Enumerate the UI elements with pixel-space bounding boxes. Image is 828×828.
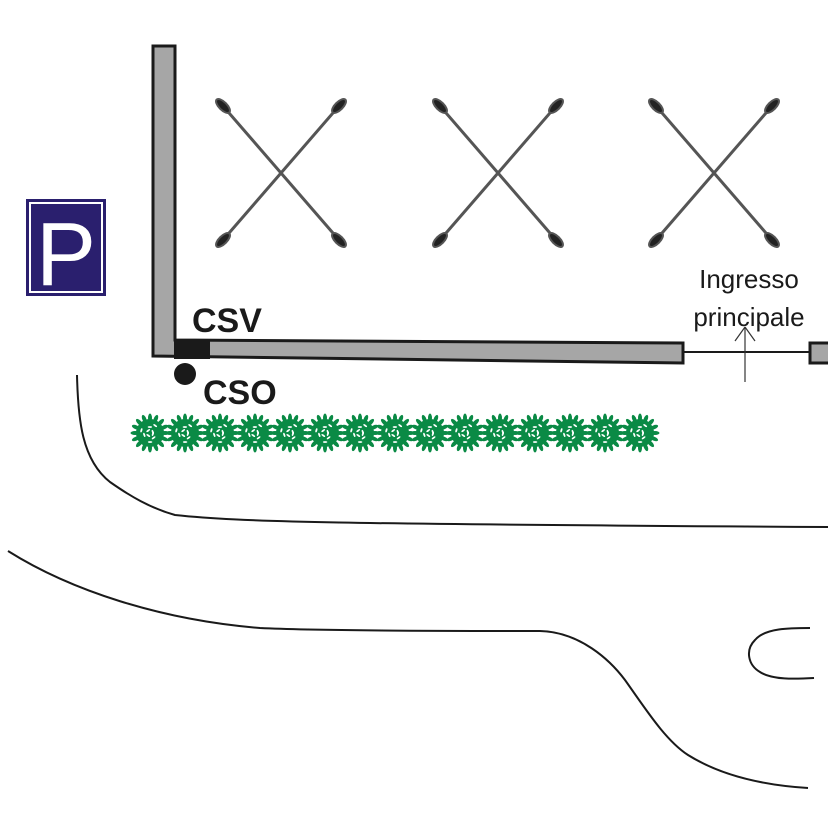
- shrub-icon: [585, 413, 625, 453]
- cross-icon: [648, 98, 780, 248]
- shrub-icon: [305, 413, 345, 453]
- shrub-icon: [165, 413, 205, 453]
- shrub-icon: [235, 413, 275, 453]
- csv-marker: [174, 341, 210, 359]
- entrance-label-line1: Ingresso: [699, 264, 799, 294]
- csv-label: CSV: [192, 302, 262, 340]
- shrub-icon: [340, 413, 380, 453]
- road-edge-upper: [76, 374, 828, 528]
- cross-icon: [432, 98, 564, 248]
- shrub-icon: [410, 413, 450, 453]
- cross-icon: [215, 98, 347, 248]
- tree-crosses: [215, 98, 780, 248]
- left-wall: [151, 44, 685, 365]
- parking-sign-icon: P: [26, 199, 106, 305]
- shrub-row: [130, 413, 660, 453]
- shrub-icon: [480, 413, 520, 453]
- entrance-label-line2: principale: [693, 302, 804, 332]
- parking-label: P: [36, 205, 96, 305]
- building-walls: [151, 44, 828, 365]
- cso-label: CSO: [203, 374, 277, 412]
- shrub-icon: [445, 413, 485, 453]
- road-edge-lower: [7, 550, 809, 789]
- shrub-icon: [270, 413, 310, 453]
- cso-marker: [174, 363, 196, 385]
- shrub-icon: [515, 413, 555, 453]
- road-lines: [7, 374, 828, 789]
- island-curve: [748, 627, 815, 680]
- arrow-up-icon: [734, 326, 756, 382]
- shrub-icon: [620, 413, 660, 453]
- shrub-icon: [550, 413, 590, 453]
- shrub-icon: [200, 413, 240, 453]
- shrub-icon: [130, 413, 170, 453]
- shrub-icon: [375, 413, 415, 453]
- right-wall-stub: [808, 341, 828, 365]
